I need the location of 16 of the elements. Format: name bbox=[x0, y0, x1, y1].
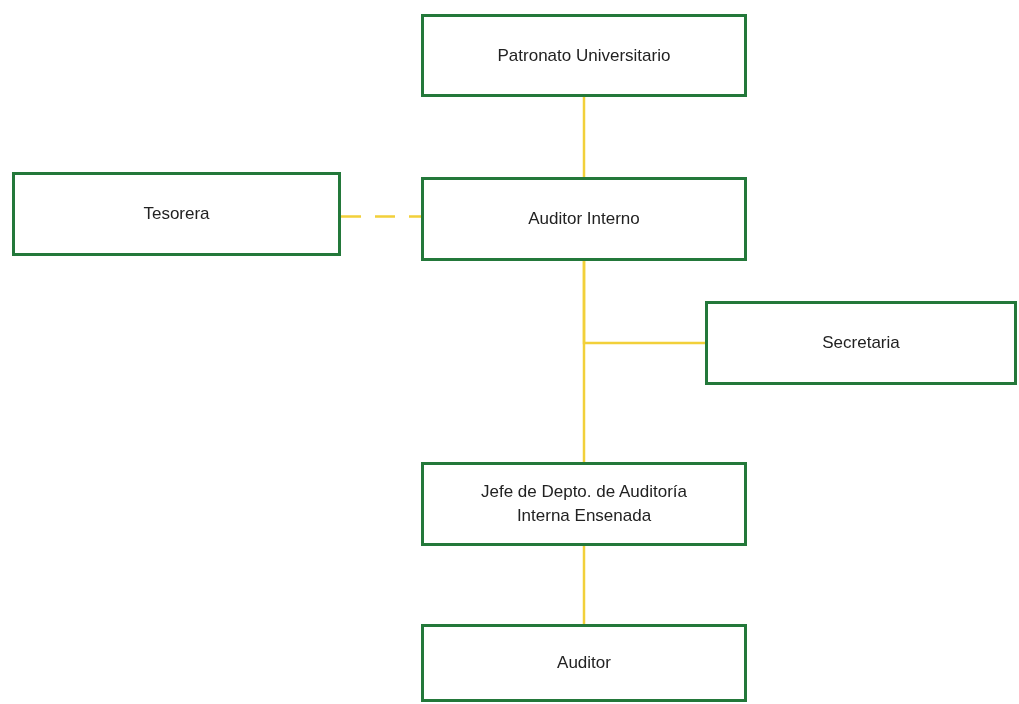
box-label: Jefe de Depto. de Auditoría Interna Ensenada bbox=[479, 481, 688, 527]
box-label: Auditor Interno bbox=[528, 208, 640, 231]
org-box bbox=[12, 172, 341, 256]
org-box bbox=[421, 462, 747, 546]
box-label: Auditor bbox=[557, 652, 611, 675]
dashed-connector bbox=[341, 215, 421, 218]
org-box bbox=[421, 177, 747, 261]
org-box bbox=[705, 301, 1017, 385]
box-label: Secretaria bbox=[822, 332, 900, 355]
connector-line bbox=[582, 97, 586, 177]
connector-line bbox=[582, 261, 705, 345]
org-box bbox=[421, 624, 747, 702]
box-label: Tesorera bbox=[143, 203, 210, 226]
org-box bbox=[421, 14, 747, 97]
connector-line bbox=[582, 546, 586, 624]
box-label: Patronato Universitario bbox=[497, 44, 671, 67]
